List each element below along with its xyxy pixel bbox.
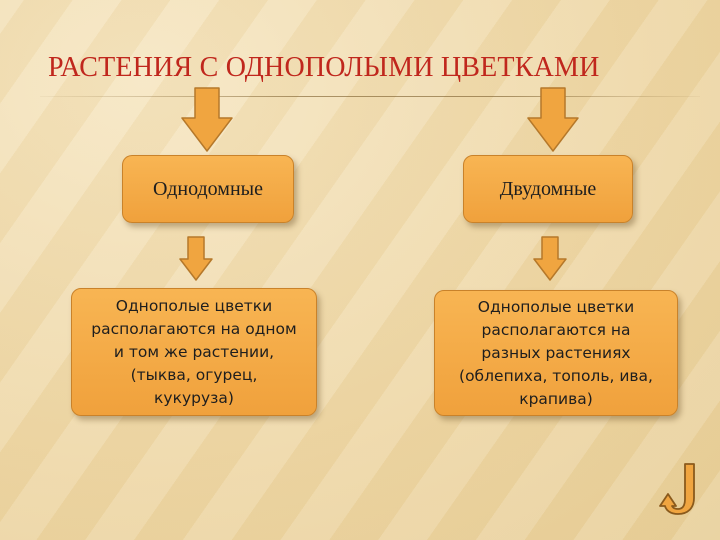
dioecious-box: Двудомные	[463, 155, 633, 223]
down-arrow-icon	[533, 236, 567, 281]
description-line: Однополые цветки	[115, 296, 273, 315]
description-line: и том же растении,	[113, 342, 275, 361]
dioecious-description-box: Однополые цветки располагаются на разных…	[434, 290, 678, 416]
description-line: Однополые цветки	[477, 297, 635, 316]
down-arrow-icon	[179, 236, 213, 281]
description-line: располагаются на одном	[91, 319, 297, 338]
title-underline	[40, 96, 700, 97]
down-arrow-icon	[181, 87, 233, 152]
down-arrow-icon	[527, 87, 579, 152]
slide-title: РАСТЕНИЯ С ОДНОПОЛЫМИ ЦВЕТКАМИ	[48, 52, 600, 83]
description-line: (облепиха, тополь, ива,	[459, 366, 653, 385]
monoecious-heading: Однодомные	[153, 177, 263, 200]
monoecious-description-box: Однополые цветки располагаются на одном …	[71, 288, 317, 416]
monoecious-box: Однодомные	[122, 155, 294, 223]
dioecious-heading: Двудомные	[499, 177, 597, 200]
description-line: разных растениях	[481, 343, 631, 362]
description-line: располагаются на	[481, 320, 631, 339]
description-line: крапива)	[519, 389, 593, 408]
description-line: кукуруза)	[154, 388, 234, 407]
description-line: (тыква, огурец,	[130, 365, 258, 384]
return-arrow-icon[interactable]	[658, 462, 700, 516]
